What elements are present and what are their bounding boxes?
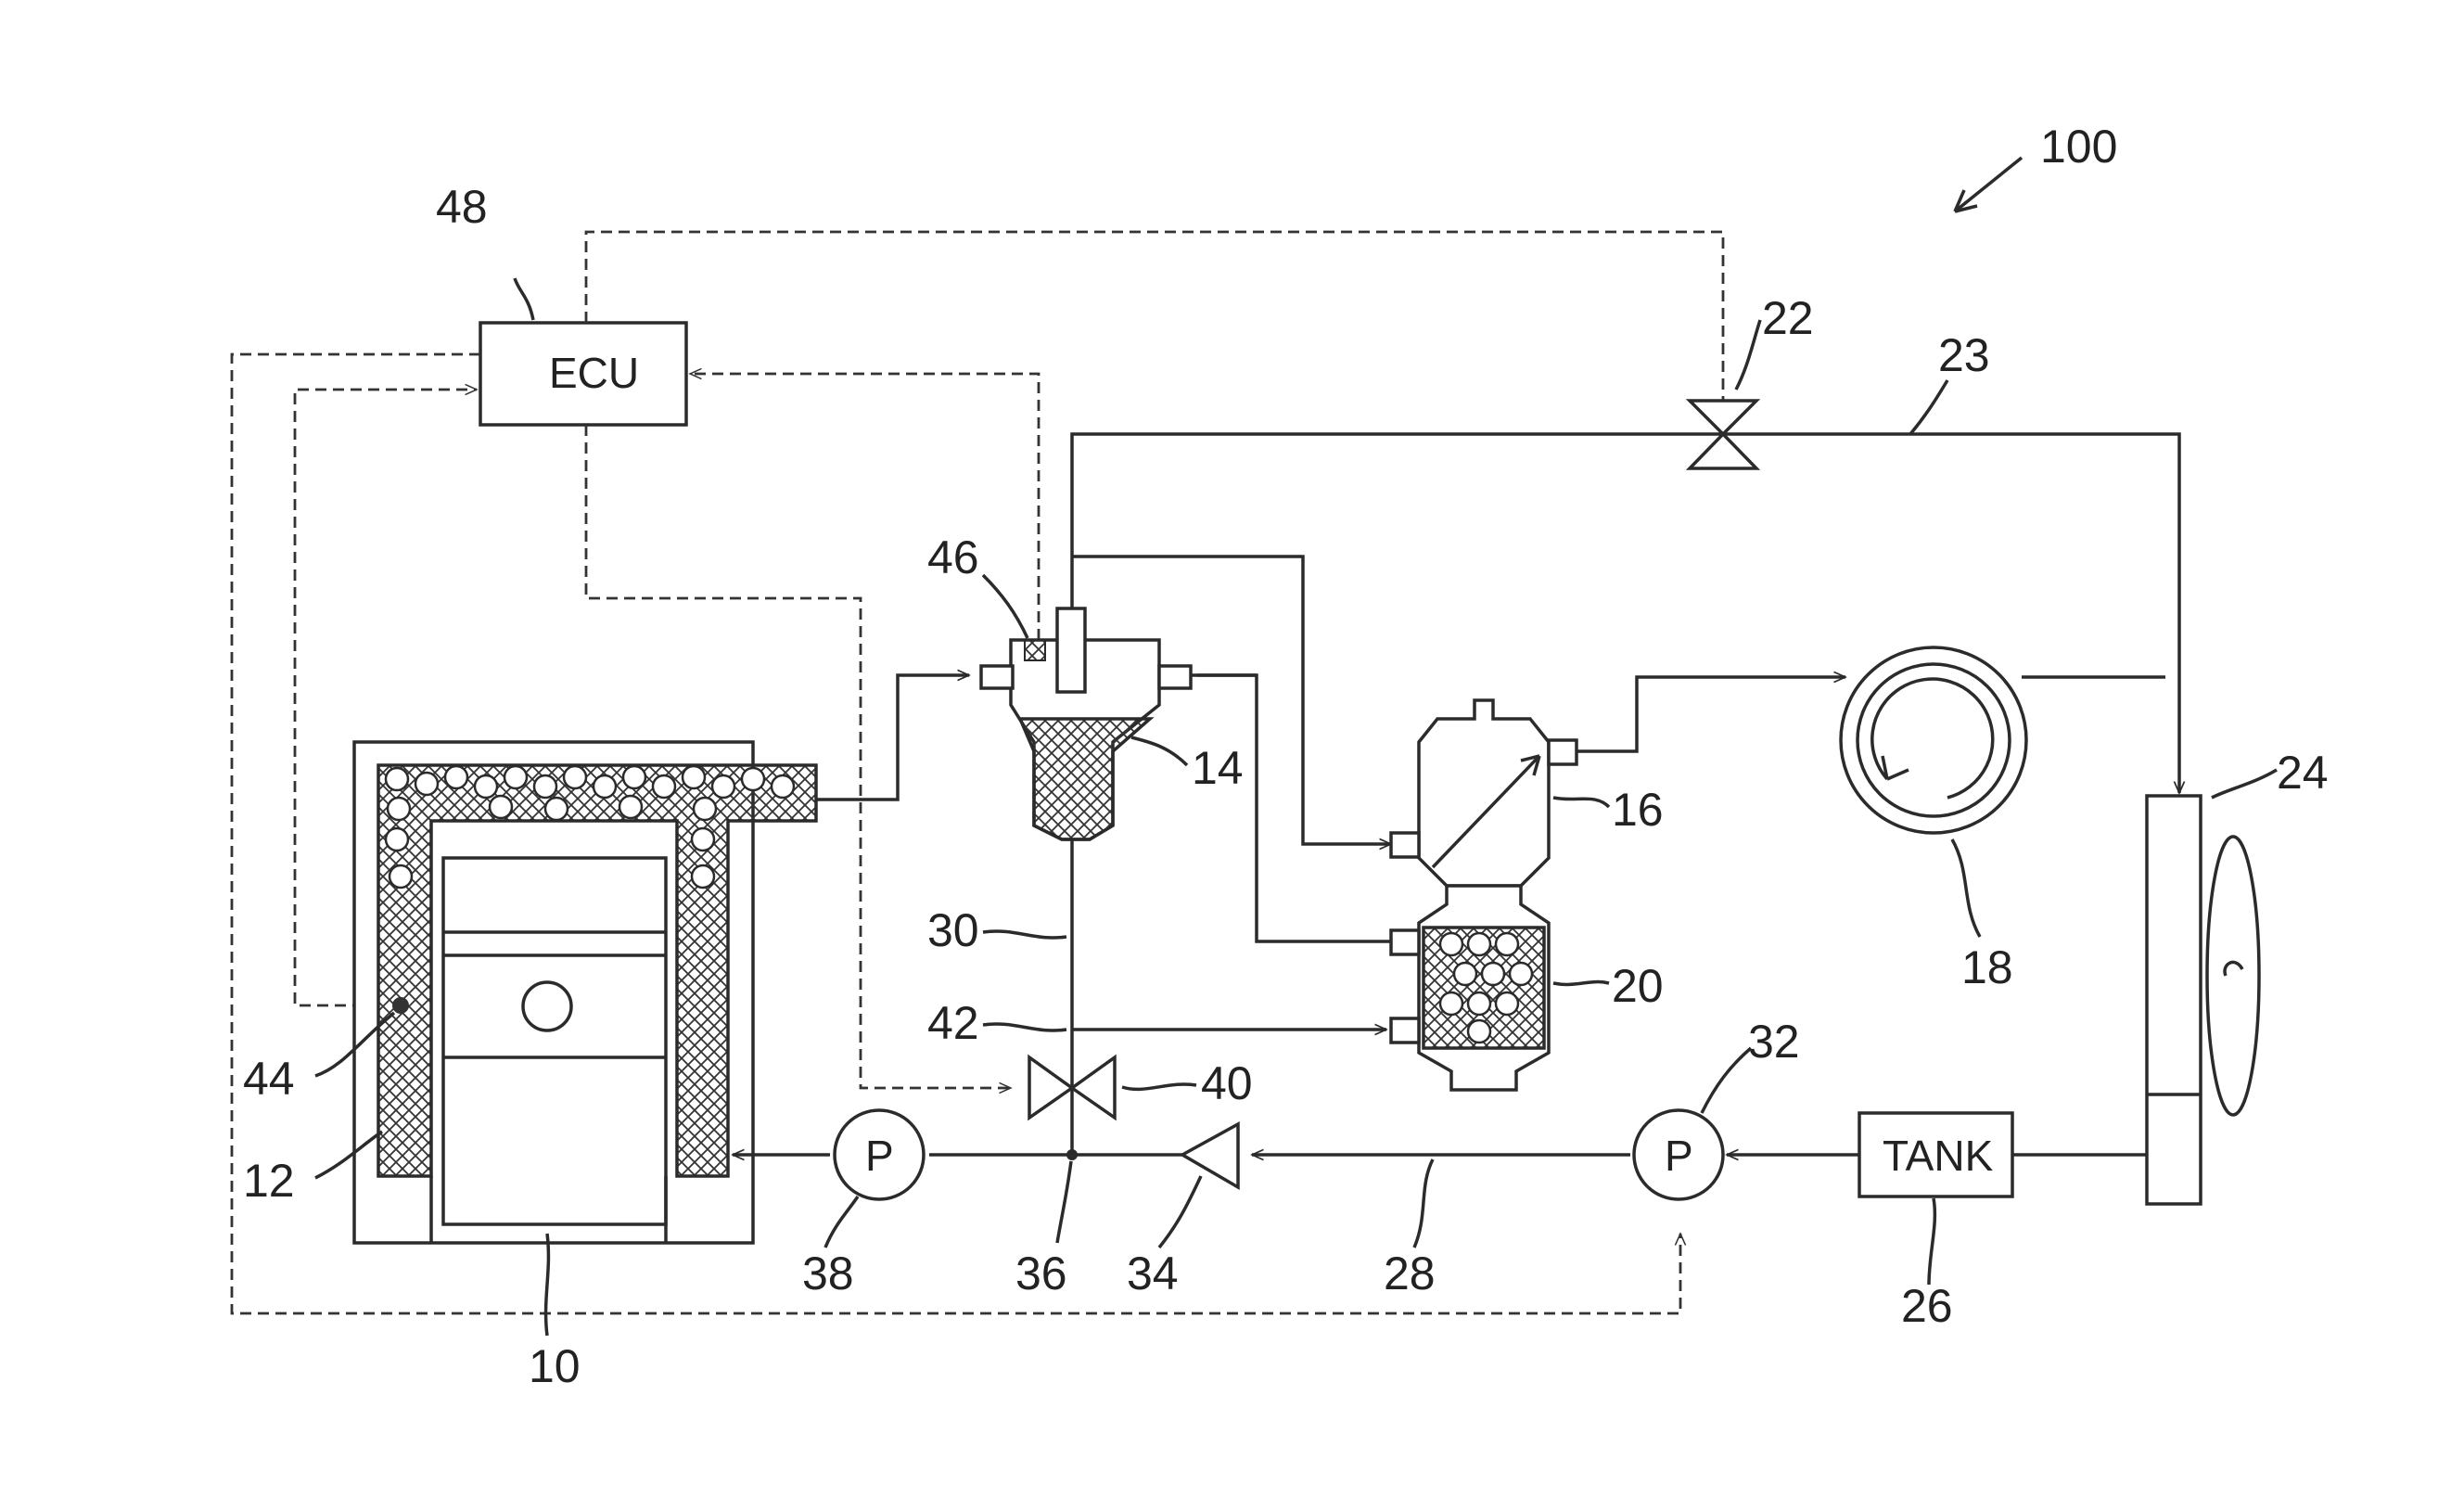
label-22: 22 — [1762, 292, 1814, 344]
label-18: 18 — [1961, 941, 2013, 993]
label-38: 38 — [802, 1248, 854, 1299]
junction-36 — [1066, 1149, 1078, 1160]
flow-valve-40: 40 — [1029, 1057, 1253, 1118]
pump38-text: P — [865, 1132, 894, 1180]
label-26: 26 — [1901, 1280, 1953, 1332]
level-probe — [1057, 608, 1085, 692]
label-28: 28 — [1384, 1248, 1436, 1299]
pipe-labels: 30 42 36 28 — [927, 904, 1436, 1299]
label-23: 23 — [1938, 329, 1990, 381]
label-100: 100 — [2040, 121, 2117, 173]
label-16: 16 — [1612, 784, 1664, 836]
pump-32: P 32 — [1634, 1016, 1800, 1199]
label-20: 20 — [1612, 960, 1664, 1012]
label-40: 40 — [1201, 1057, 1253, 1109]
label-44: 44 — [243, 1053, 295, 1105]
radiator-24: 24 — [2147, 747, 2329, 1204]
label-46: 46 — [927, 531, 979, 583]
piston-chamber — [443, 858, 666, 1224]
pump32-text: P — [1665, 1132, 1693, 1180]
label-36: 36 — [1015, 1248, 1067, 1299]
label-32: 32 — [1748, 1016, 1800, 1068]
flow-valve-22: 22 23 — [1690, 292, 1990, 468]
turbine-18: 18 — [1841, 647, 2026, 993]
ecu-text: ECU — [549, 349, 639, 397]
label-34: 34 — [1127, 1248, 1179, 1299]
gas-liquid-separator-14: 46 14 — [927, 531, 1244, 839]
temperature-sensor-44 — [392, 997, 409, 1014]
sensor-46 — [1025, 640, 1045, 660]
label-24: 24 — [2277, 747, 2329, 799]
adsorber-20: 20 — [1391, 886, 1664, 1090]
piston-pin — [523, 982, 571, 1030]
engine: 44 12 10 — [243, 742, 816, 1392]
ecu-unit: ECU 48 — [436, 181, 686, 425]
heat-exchanger-16: 16 — [1391, 700, 1664, 886]
label-14: 14 — [1192, 742, 1244, 794]
tank-text: TANK — [1883, 1132, 1994, 1180]
pump-38: P 38 — [802, 1110, 924, 1299]
reservoir-tank-26: TANK 26 — [1859, 1113, 2012, 1332]
fan — [2207, 837, 2259, 1115]
label-30: 30 — [927, 904, 979, 956]
label-42: 42 — [927, 997, 979, 1049]
check-valve-34: 34 — [1127, 1124, 1238, 1299]
label-10: 10 — [529, 1340, 581, 1392]
label-48: 48 — [436, 181, 488, 233]
system-reference: 100 — [1955, 121, 2117, 211]
label-12: 12 — [243, 1155, 295, 1207]
